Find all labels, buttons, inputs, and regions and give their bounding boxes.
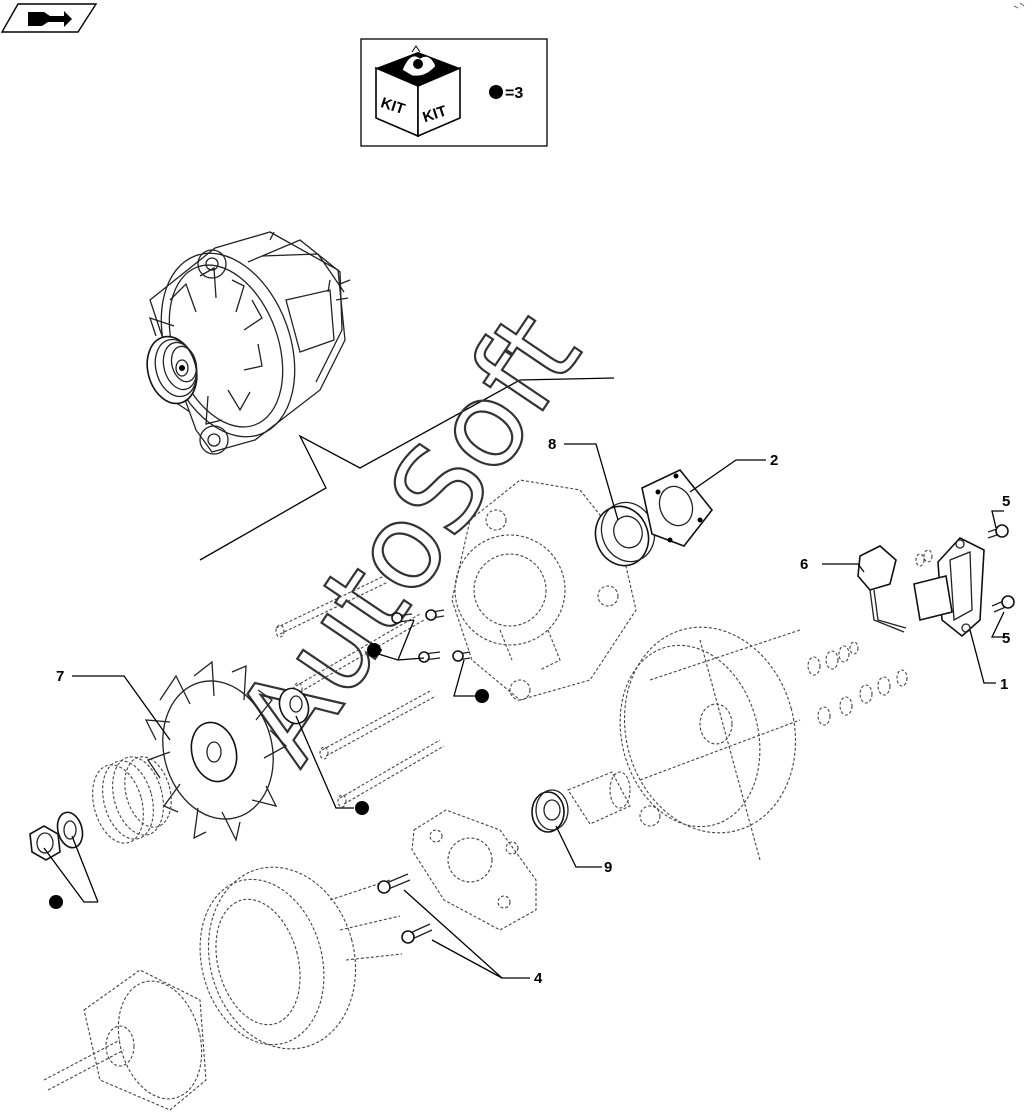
kit-legend: KIT KIT =3 [360, 38, 548, 147]
stator [199, 866, 403, 1050]
kit-word-left: KIT [379, 94, 407, 118]
drive-end-housing [451, 479, 637, 701]
kit-marker-dot [475, 689, 489, 703]
assembled-alternator [146, 231, 351, 455]
bearing-retainer-plate [641, 469, 714, 547]
fan [144, 660, 288, 842]
bearing-sleeve [567, 771, 661, 827]
callout-5-bottom: 5 [1002, 630, 1010, 647]
leader-lines [43, 443, 1005, 979]
black-dot-icon [489, 85, 503, 99]
callout-4: 4 [534, 970, 543, 987]
callout-9: 9 [604, 859, 612, 876]
page-back-arrow-icon[interactable] [0, 3, 98, 33]
small-screws [391, 609, 471, 663]
kit-equals-text: =3 [505, 85, 523, 102]
pulley [92, 756, 172, 844]
watermark-text: AutoSoft [209, 288, 607, 785]
callout-7: 7 [56, 668, 64, 685]
kit-word-right: KIT [421, 103, 449, 127]
callout-2: 2 [770, 452, 778, 469]
callout-5-top: 5 [1002, 493, 1010, 510]
rotor [43, 969, 207, 1111]
kit-markers [49, 643, 489, 909]
kit-box-icon: KIT KIT [375, 45, 461, 138]
rear-bearing [531, 789, 569, 833]
callout-6: 6 [800, 556, 808, 573]
callout-1: 1 [1000, 676, 1008, 693]
rear-cover [619, 626, 801, 861]
spacer-washer [278, 687, 310, 725]
kit-marker-dot [355, 801, 369, 815]
tie-bolts [275, 575, 445, 808]
voltage-regulator [913, 537, 985, 638]
pulley-washer [56, 811, 84, 849]
kit-marker-dot [367, 643, 381, 657]
break-line [199, 377, 615, 561]
corner-mark [1013, 2, 1025, 9]
rectifier-screws [377, 873, 433, 944]
pulley-nut [29, 825, 61, 861]
terminal-hardware [807, 549, 933, 726]
regulator-screws [987, 524, 1015, 613]
kit-marker-dot [49, 895, 63, 909]
suppression-capacitor [857, 545, 907, 633]
callout-8: 8 [548, 436, 556, 453]
rectifier [411, 809, 537, 931]
